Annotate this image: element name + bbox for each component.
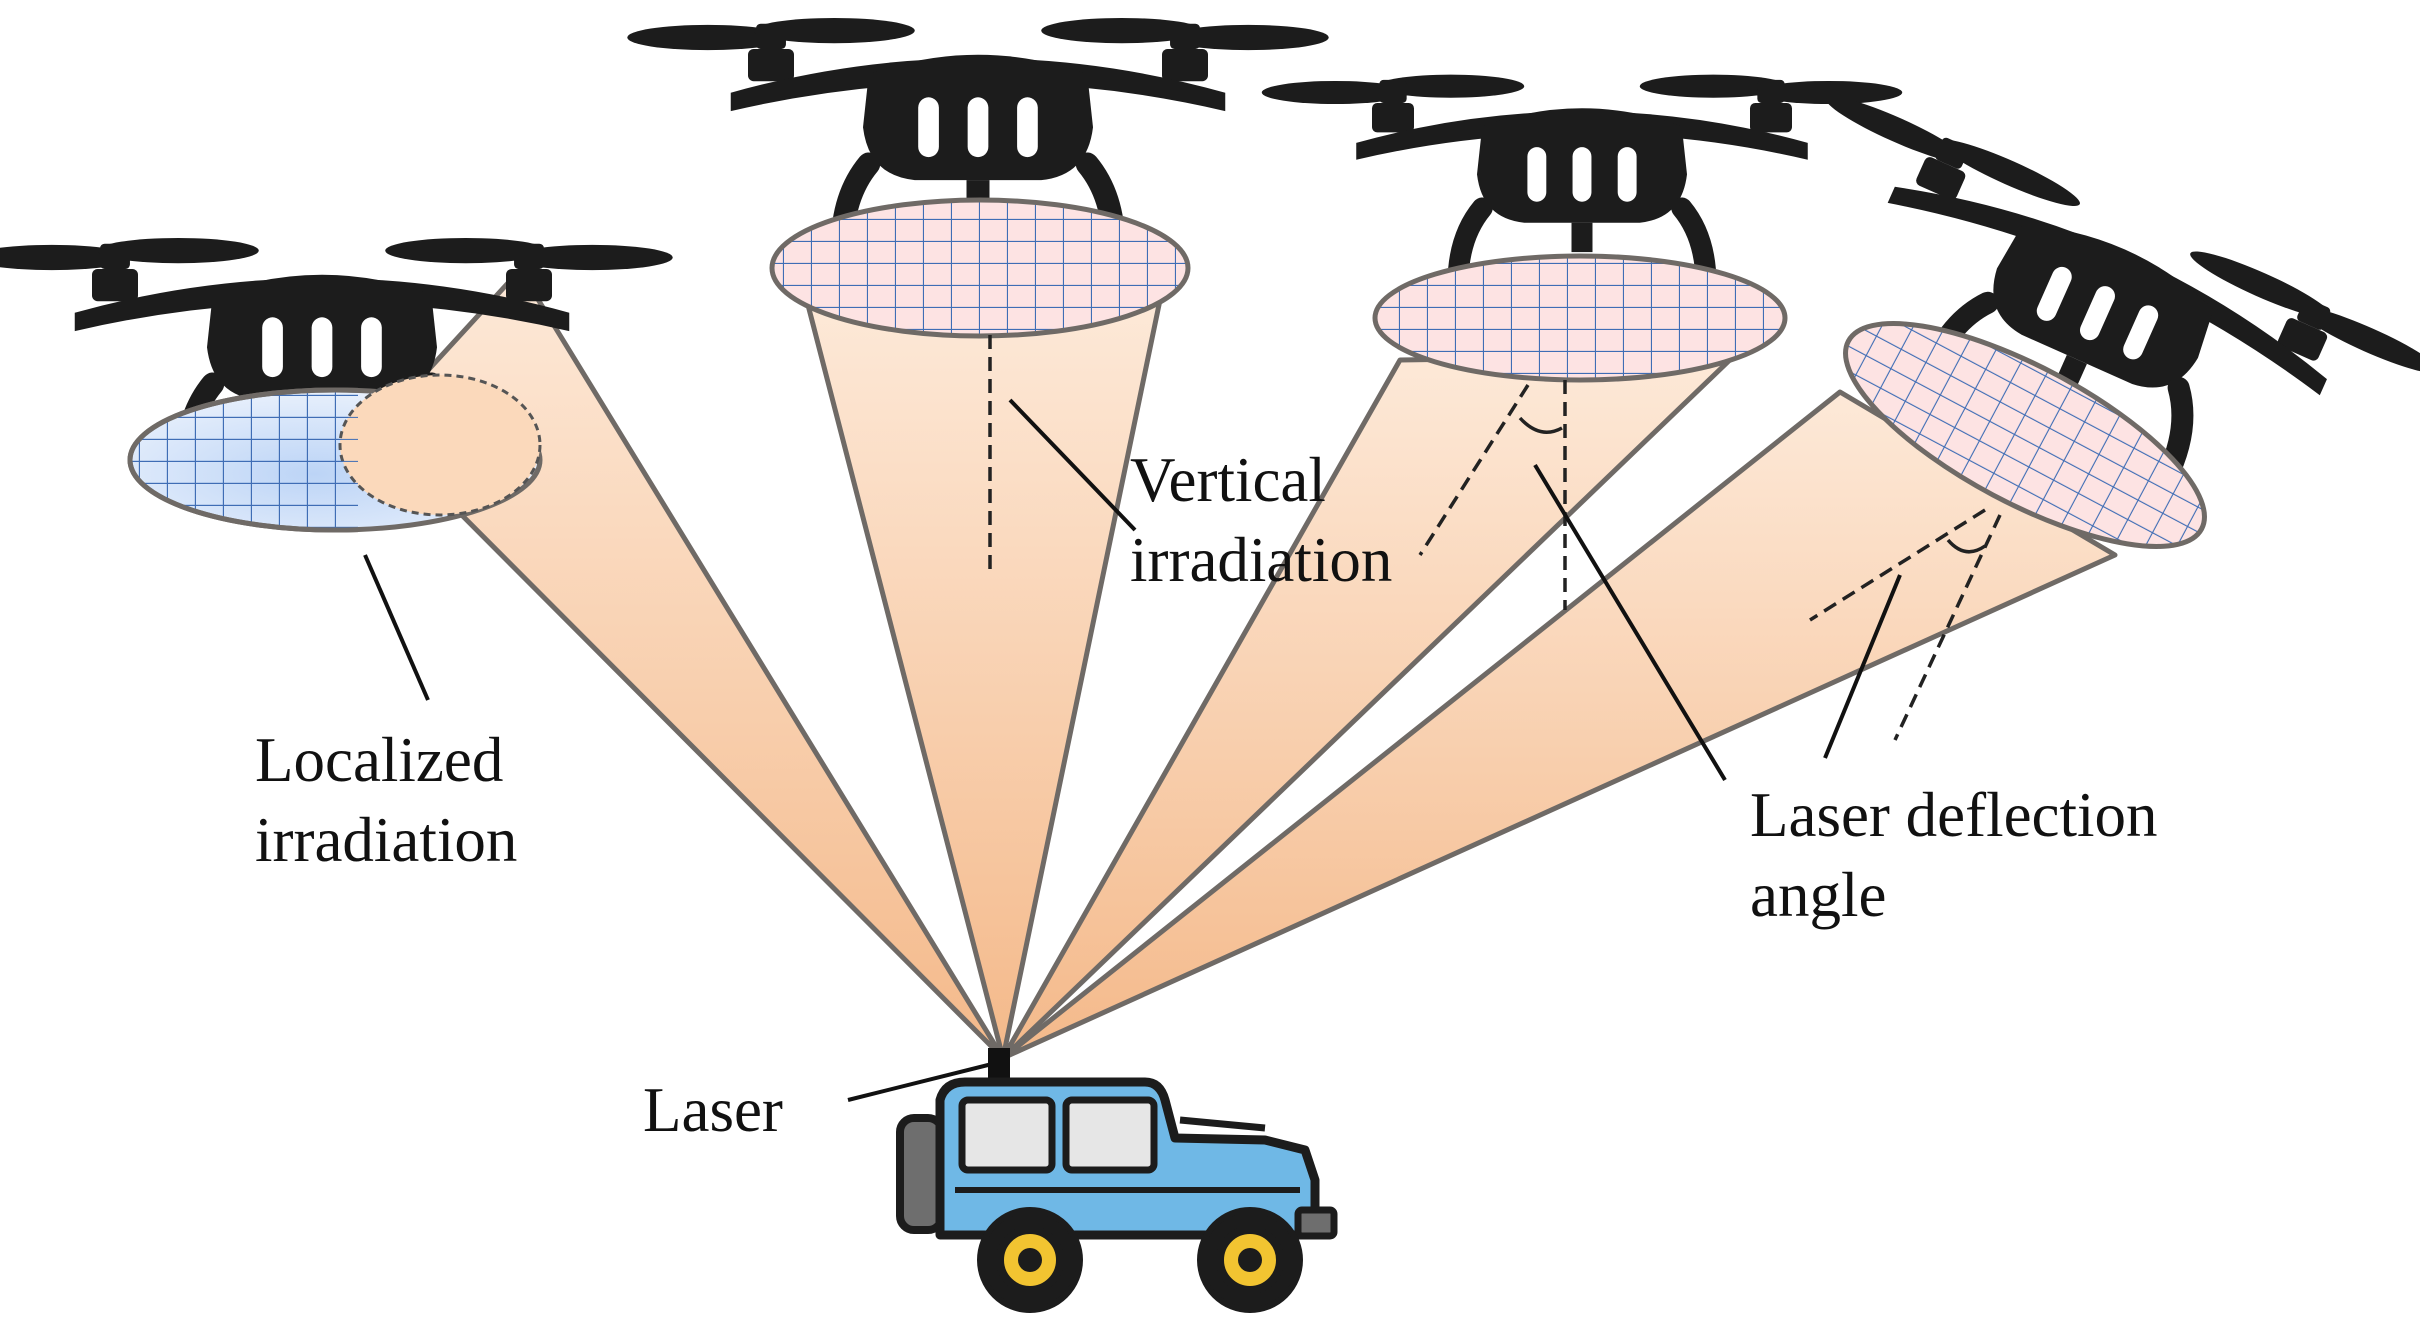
drone-vertical [627,18,1329,575]
label-laser: Laser [643,1070,783,1150]
laser-beams [372,267,2118,1061]
label-localized-line2: irradiation [255,805,518,875]
leader-deflection-1 [1533,463,1727,782]
leader-localized [363,554,430,701]
label-localized-line1: Localized [255,725,504,795]
label-localized-irradiation: Localized irradiation [255,720,517,880]
label-vertical-line2: irradiation [1130,525,1393,595]
leader-laser [847,1060,1001,1102]
drone-deflection-2 [1741,81,2420,741]
drone-deflection-1 [1262,75,1903,610]
receiver-vertical [769,197,1191,339]
vehicle-icon [896,1077,1338,1313]
leader-deflection-2 [1823,574,1902,759]
leader-vertical [1008,398,1137,532]
label-vertical-line1: Vertical [1130,445,1326,515]
receiver-deflection-1 [1372,253,1788,383]
drone-localized [0,238,673,533]
laser-emitter [988,1048,1010,1080]
label-laser-text: Laser [643,1075,783,1145]
label-laser-deflection-angle: Laser deflection angle [1750,775,2158,935]
leader-lines [363,398,1902,1102]
receiver-deflection-2 [1843,321,2207,549]
label-vertical-irradiation: Vertical irradiation [1130,440,1392,600]
label-deflection-line1: Laser deflection [1750,780,2158,850]
label-deflection-line2: angle [1750,860,1887,930]
